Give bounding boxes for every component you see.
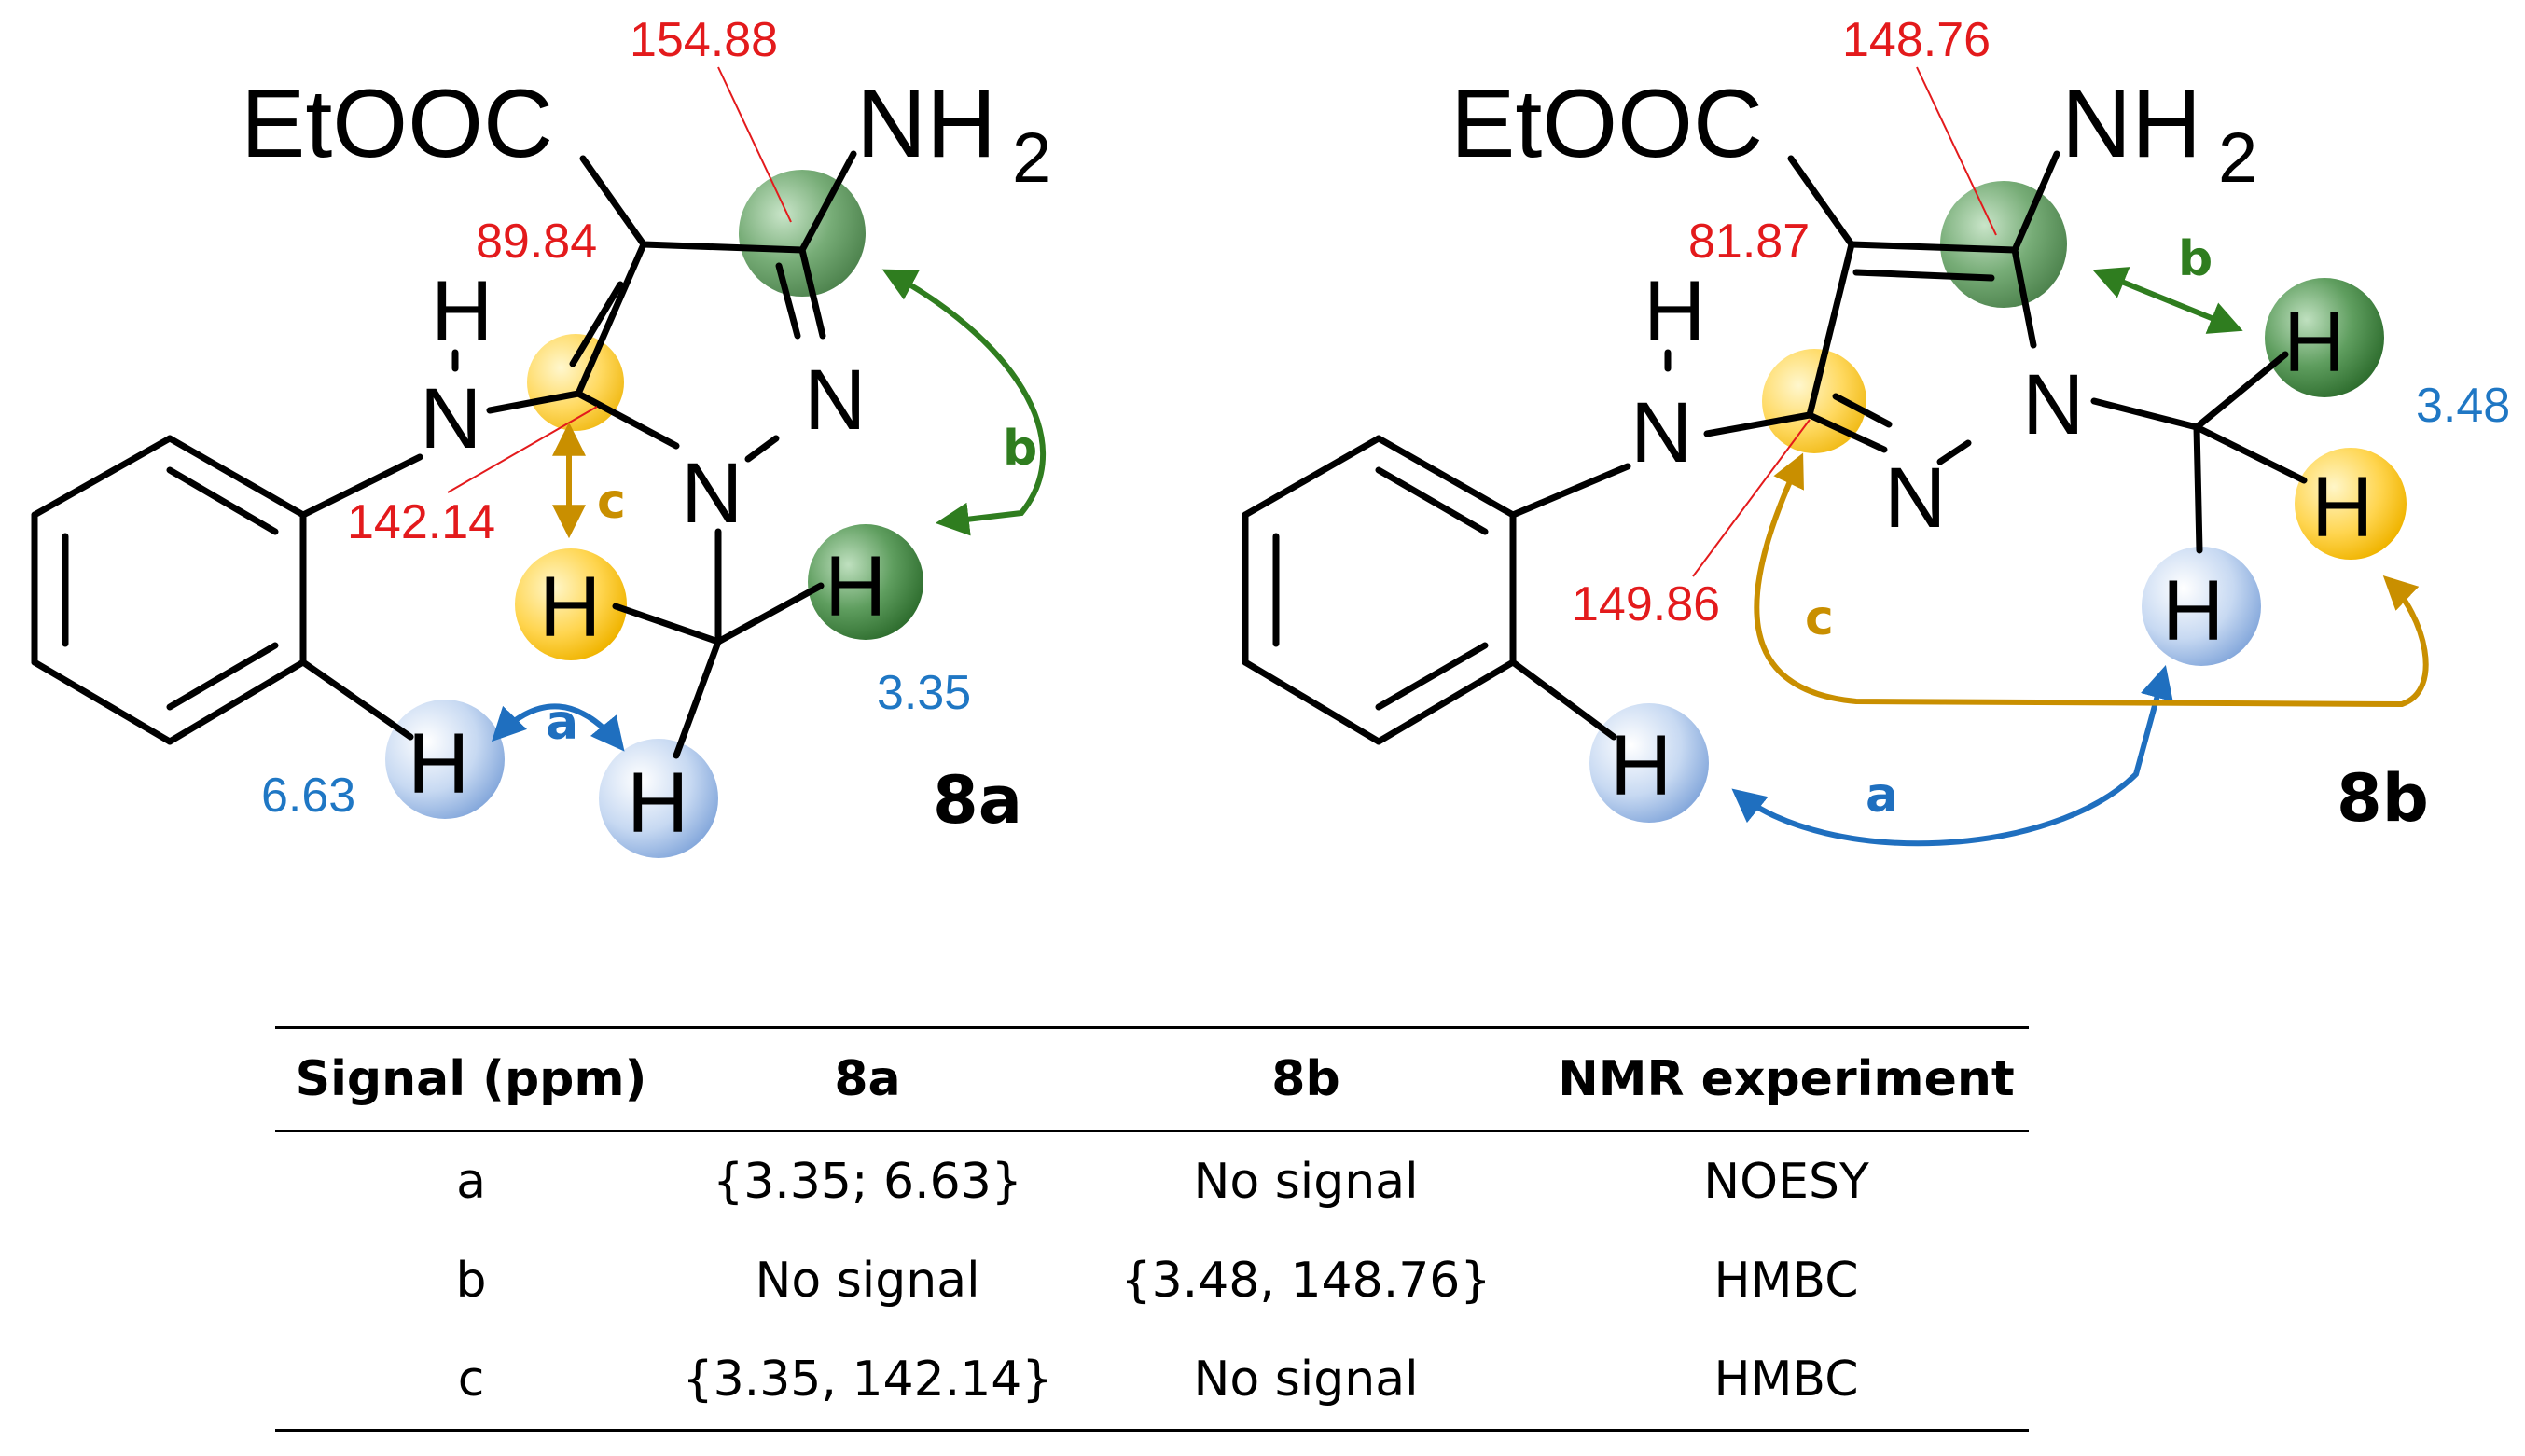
arrow-a-8a: [491, 703, 625, 752]
arrow-a-8b: [1731, 665, 2173, 847]
cell-signal: b: [455, 1253, 487, 1309]
arrow-b-8b: [2092, 267, 2243, 334]
signal-table-wrap: Signal (ppm) 8a 8b NMR experiment a {3.3…: [275, 1026, 2029, 1432]
header-8a: 8a: [834, 1051, 901, 1107]
shift-c4-8b: 81.87: [1688, 215, 1810, 269]
ring-n1-label-8b: N: [2022, 357, 2084, 452]
h-phenyl-label-8b: H: [1610, 718, 1672, 813]
h-methyl-label-8a: H: [627, 756, 688, 851]
sig-b-label-8a: b: [1003, 421, 1037, 477]
amine-label-8a: NH: [856, 70, 996, 178]
cell-8b: No signal: [1193, 1154, 1419, 1210]
sig-a-label-8a: a: [546, 695, 578, 751]
sig-c-label-8b: c: [1805, 590, 1834, 646]
bonds-8a: [31, 150, 857, 759]
sig-b-label-8b: b: [2178, 231, 2213, 287]
sig-c-label-8a: c: [597, 474, 626, 530]
highlight-h-yellow: [515, 548, 627, 660]
cell-8b: {3.48, 148.76}: [1120, 1253, 1491, 1309]
cell-8a: No signal: [755, 1253, 980, 1309]
shift-aryl-8a: 6.63: [261, 769, 355, 823]
shift-methyl-8a: 3.35: [877, 666, 971, 720]
shift-methyl-8b: 3.48: [2416, 379, 2510, 433]
shift-c-amine-8a: 154.88: [630, 13, 778, 67]
cell-8a: {3.35, 142.14}: [682, 1352, 1053, 1407]
highlight-c-amine: [739, 170, 866, 297]
ester-label-8a: EtOOC: [241, 70, 553, 178]
shift-c-amine-8b: 148.76: [1842, 13, 1991, 67]
leader-c-nh-8a: [447, 406, 598, 493]
highlight-c-amine-8b: [1940, 181, 2067, 308]
cell-8b: No signal: [1193, 1352, 1419, 1407]
cell-experiment: HMBC: [1713, 1352, 1859, 1407]
cell-experiment: HMBC: [1713, 1253, 1859, 1309]
header-8b: 8b: [1271, 1051, 1340, 1107]
ring-n2-label-8a: N: [804, 353, 866, 448]
shift-c-nh-8b: 149.86: [1572, 577, 1720, 631]
structure-8b: EtOOC NH 2 H N N N H H H H 148.76 81.87 …: [1242, 13, 2510, 847]
h-yellow-label-8b: H: [2311, 460, 2373, 555]
leader-c-nh-8b: [1692, 419, 1811, 577]
ring-n2-label-8b: N: [1884, 451, 1946, 546]
h-phenyl-label-8a: H: [408, 716, 469, 811]
compound-label-8a: 8a: [933, 762, 1022, 839]
ring-n1-label-8a: N: [681, 446, 742, 541]
header-signal: Signal (ppm): [295, 1051, 647, 1107]
bonds-8b: [1242, 150, 2308, 745]
amine-subscript-8a: 2: [1012, 118, 1051, 198]
cell-8a: {3.35; 6.63}: [713, 1154, 1022, 1210]
h-green-label-8a: H: [825, 539, 886, 634]
cell-signal: c: [457, 1352, 485, 1407]
h-green-label-8b: H: [2283, 295, 2345, 390]
highlight-c-nh: [527, 334, 624, 431]
table-header-row: Signal (ppm) 8a 8b NMR experiment: [275, 1027, 2029, 1131]
highlight-h-phenyl: [385, 700, 505, 819]
ester-label-8b: EtOOC: [1450, 70, 1763, 178]
table-row: a {3.35; 6.63} No signal NOESY: [275, 1131, 2029, 1232]
cell-experiment: NOESY: [1703, 1154, 1869, 1210]
sig-a-label-8b: a: [1866, 768, 1898, 824]
shift-c-nh-8a: 142.14: [347, 495, 495, 549]
highlight-h-green: [808, 524, 923, 640]
h-yellow-label-8a: H: [539, 560, 601, 655]
amine-subscript-8b: 2: [2218, 118, 2257, 198]
shift-c4-8a: 89.84: [476, 215, 597, 269]
highlight-h-green-8b: [2265, 278, 2384, 397]
arrow-b-8a: [881, 269, 1047, 536]
h-methyl-label-8b: H: [2162, 563, 2224, 659]
amine-label-8b: NH: [2061, 70, 2201, 178]
compound-label-8b: 8b: [2337, 760, 2429, 837]
structure-8a: EtOOC NH 2 H N N N H H H H 154.88 89.84 …: [31, 13, 1051, 858]
nh-h-label-8b: H: [1644, 264, 1705, 359]
signal-table: Signal (ppm) 8a 8b NMR experiment a {3.3…: [275, 1026, 2029, 1432]
table-row: c {3.35, 142.14} No signal HMBC: [275, 1330, 2029, 1431]
leader-c-amine-8b: [1916, 66, 1997, 236]
nh-h-label-8a: H: [431, 264, 493, 359]
nh-n-label-8a: N: [420, 371, 481, 466]
cell-signal: a: [456, 1154, 486, 1210]
highlight-h-methyl: [599, 739, 718, 858]
leader-c-amine-8a: [717, 66, 792, 223]
highlight-h-phenyl-8b: [1589, 703, 1709, 823]
header-nmr-experiment: NMR experiment: [1558, 1051, 2015, 1107]
arrow-c-8b: [1754, 452, 2429, 708]
table-row: b No signal {3.48, 148.76} HMBC: [275, 1231, 2029, 1330]
nh-n-label-8b: N: [1630, 385, 1692, 480]
